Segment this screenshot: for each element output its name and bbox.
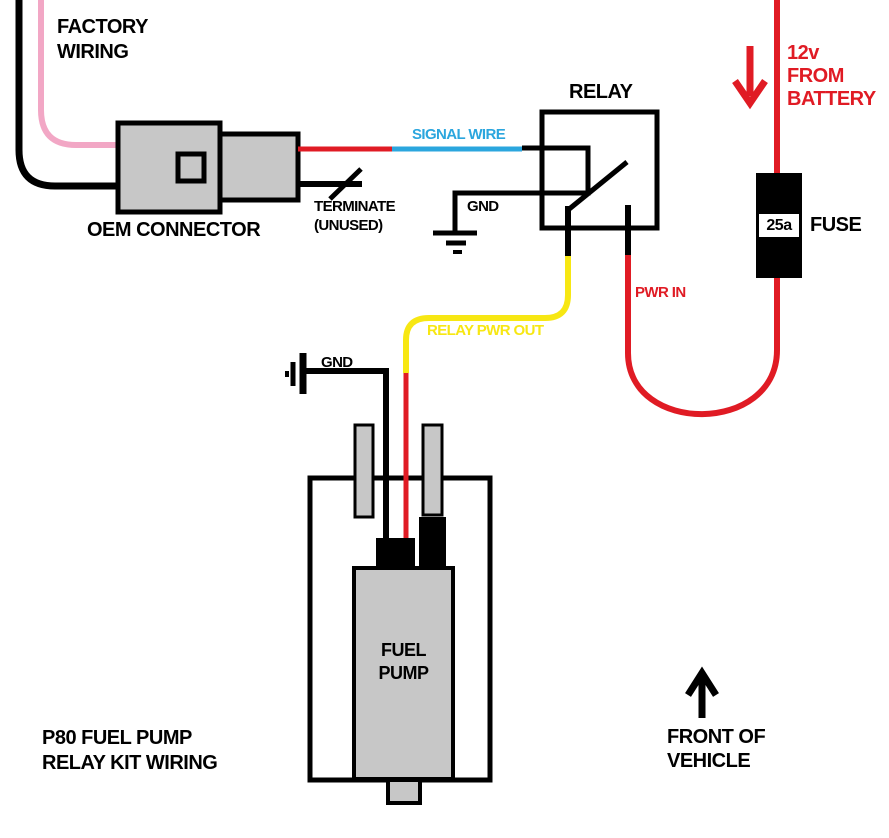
pump-post-right xyxy=(421,423,444,517)
relay-pwr-out-label: RELAY PWR OUT xyxy=(427,322,544,339)
fuel-pump-body xyxy=(352,566,455,781)
kit-title-label: P80 FUEL PUMP RELAY KIT WIRING xyxy=(42,726,218,776)
pump-gnd-wire xyxy=(303,368,389,540)
fuel-pump-line2: PUMP xyxy=(378,663,429,683)
front-of-vehicle-line1: FRONT OF xyxy=(667,726,766,748)
relay-gnd-label: GND xyxy=(467,198,499,215)
factory-wire-black xyxy=(15,0,122,190)
fuse-label: FUSE xyxy=(810,214,862,236)
pump-gnd-label: GND xyxy=(321,354,353,371)
pump-terminal-left xyxy=(376,538,415,568)
fuel-pump-label: FUEL PUMP xyxy=(354,639,453,685)
front-of-vehicle-label: FRONT OF VEHICLE xyxy=(667,725,766,773)
battery-line3: BATTERY xyxy=(787,88,876,110)
fuse-rating-plate xyxy=(759,214,799,237)
front-of-vehicle-line2: VEHICLE xyxy=(667,750,751,772)
ground-symbol-pump-icon xyxy=(285,353,307,394)
ground-symbol-relay-icon xyxy=(433,230,477,254)
relay-pwr-out-wire xyxy=(403,256,571,373)
fuse-rating-label: 25a xyxy=(766,217,792,234)
kit-title-line1: P80 FUEL PUMP xyxy=(42,727,192,749)
terminate-line2: (UNUSED) xyxy=(314,217,383,234)
oem-connector-plug xyxy=(217,131,301,203)
relay-label: RELAY xyxy=(569,81,633,103)
kit-title-line2: RELAY KIT WIRING xyxy=(42,752,218,774)
relay-box xyxy=(539,109,660,231)
battery-line2: FROM xyxy=(787,65,844,87)
terminate-line1: TERMINATE xyxy=(314,198,396,215)
factory-wiring-line2: WIRING xyxy=(57,41,129,63)
front-arrow-icon xyxy=(685,666,719,718)
oem-connector-label: OEM CONNECTOR xyxy=(87,219,261,241)
battery-arrow-icon xyxy=(732,46,768,110)
terminate-label: TERMINATE (UNUSED) xyxy=(314,197,396,235)
pump-post-left xyxy=(353,423,375,519)
oem-connector-latch xyxy=(175,151,207,184)
battery-label: 12v FROM BATTERY xyxy=(787,42,876,111)
relay-switch-arm xyxy=(566,160,629,212)
battery-line1: 12v xyxy=(787,42,819,64)
factory-wiring-line1: FACTORY xyxy=(57,16,148,38)
fuel-pump-outlet xyxy=(386,778,422,805)
pump-terminal-right xyxy=(419,517,446,568)
signal-wire-label: SIGNAL WIRE xyxy=(412,126,506,143)
pwr-in-label: PWR IN xyxy=(635,284,686,301)
pwr-in-wire xyxy=(625,255,780,418)
factory-wire-pink xyxy=(38,0,122,148)
factory-wiring-label: FACTORY WIRING xyxy=(57,15,148,65)
fuel-pump-line1: FUEL xyxy=(381,640,427,660)
terminate-slash-icon xyxy=(328,167,363,201)
